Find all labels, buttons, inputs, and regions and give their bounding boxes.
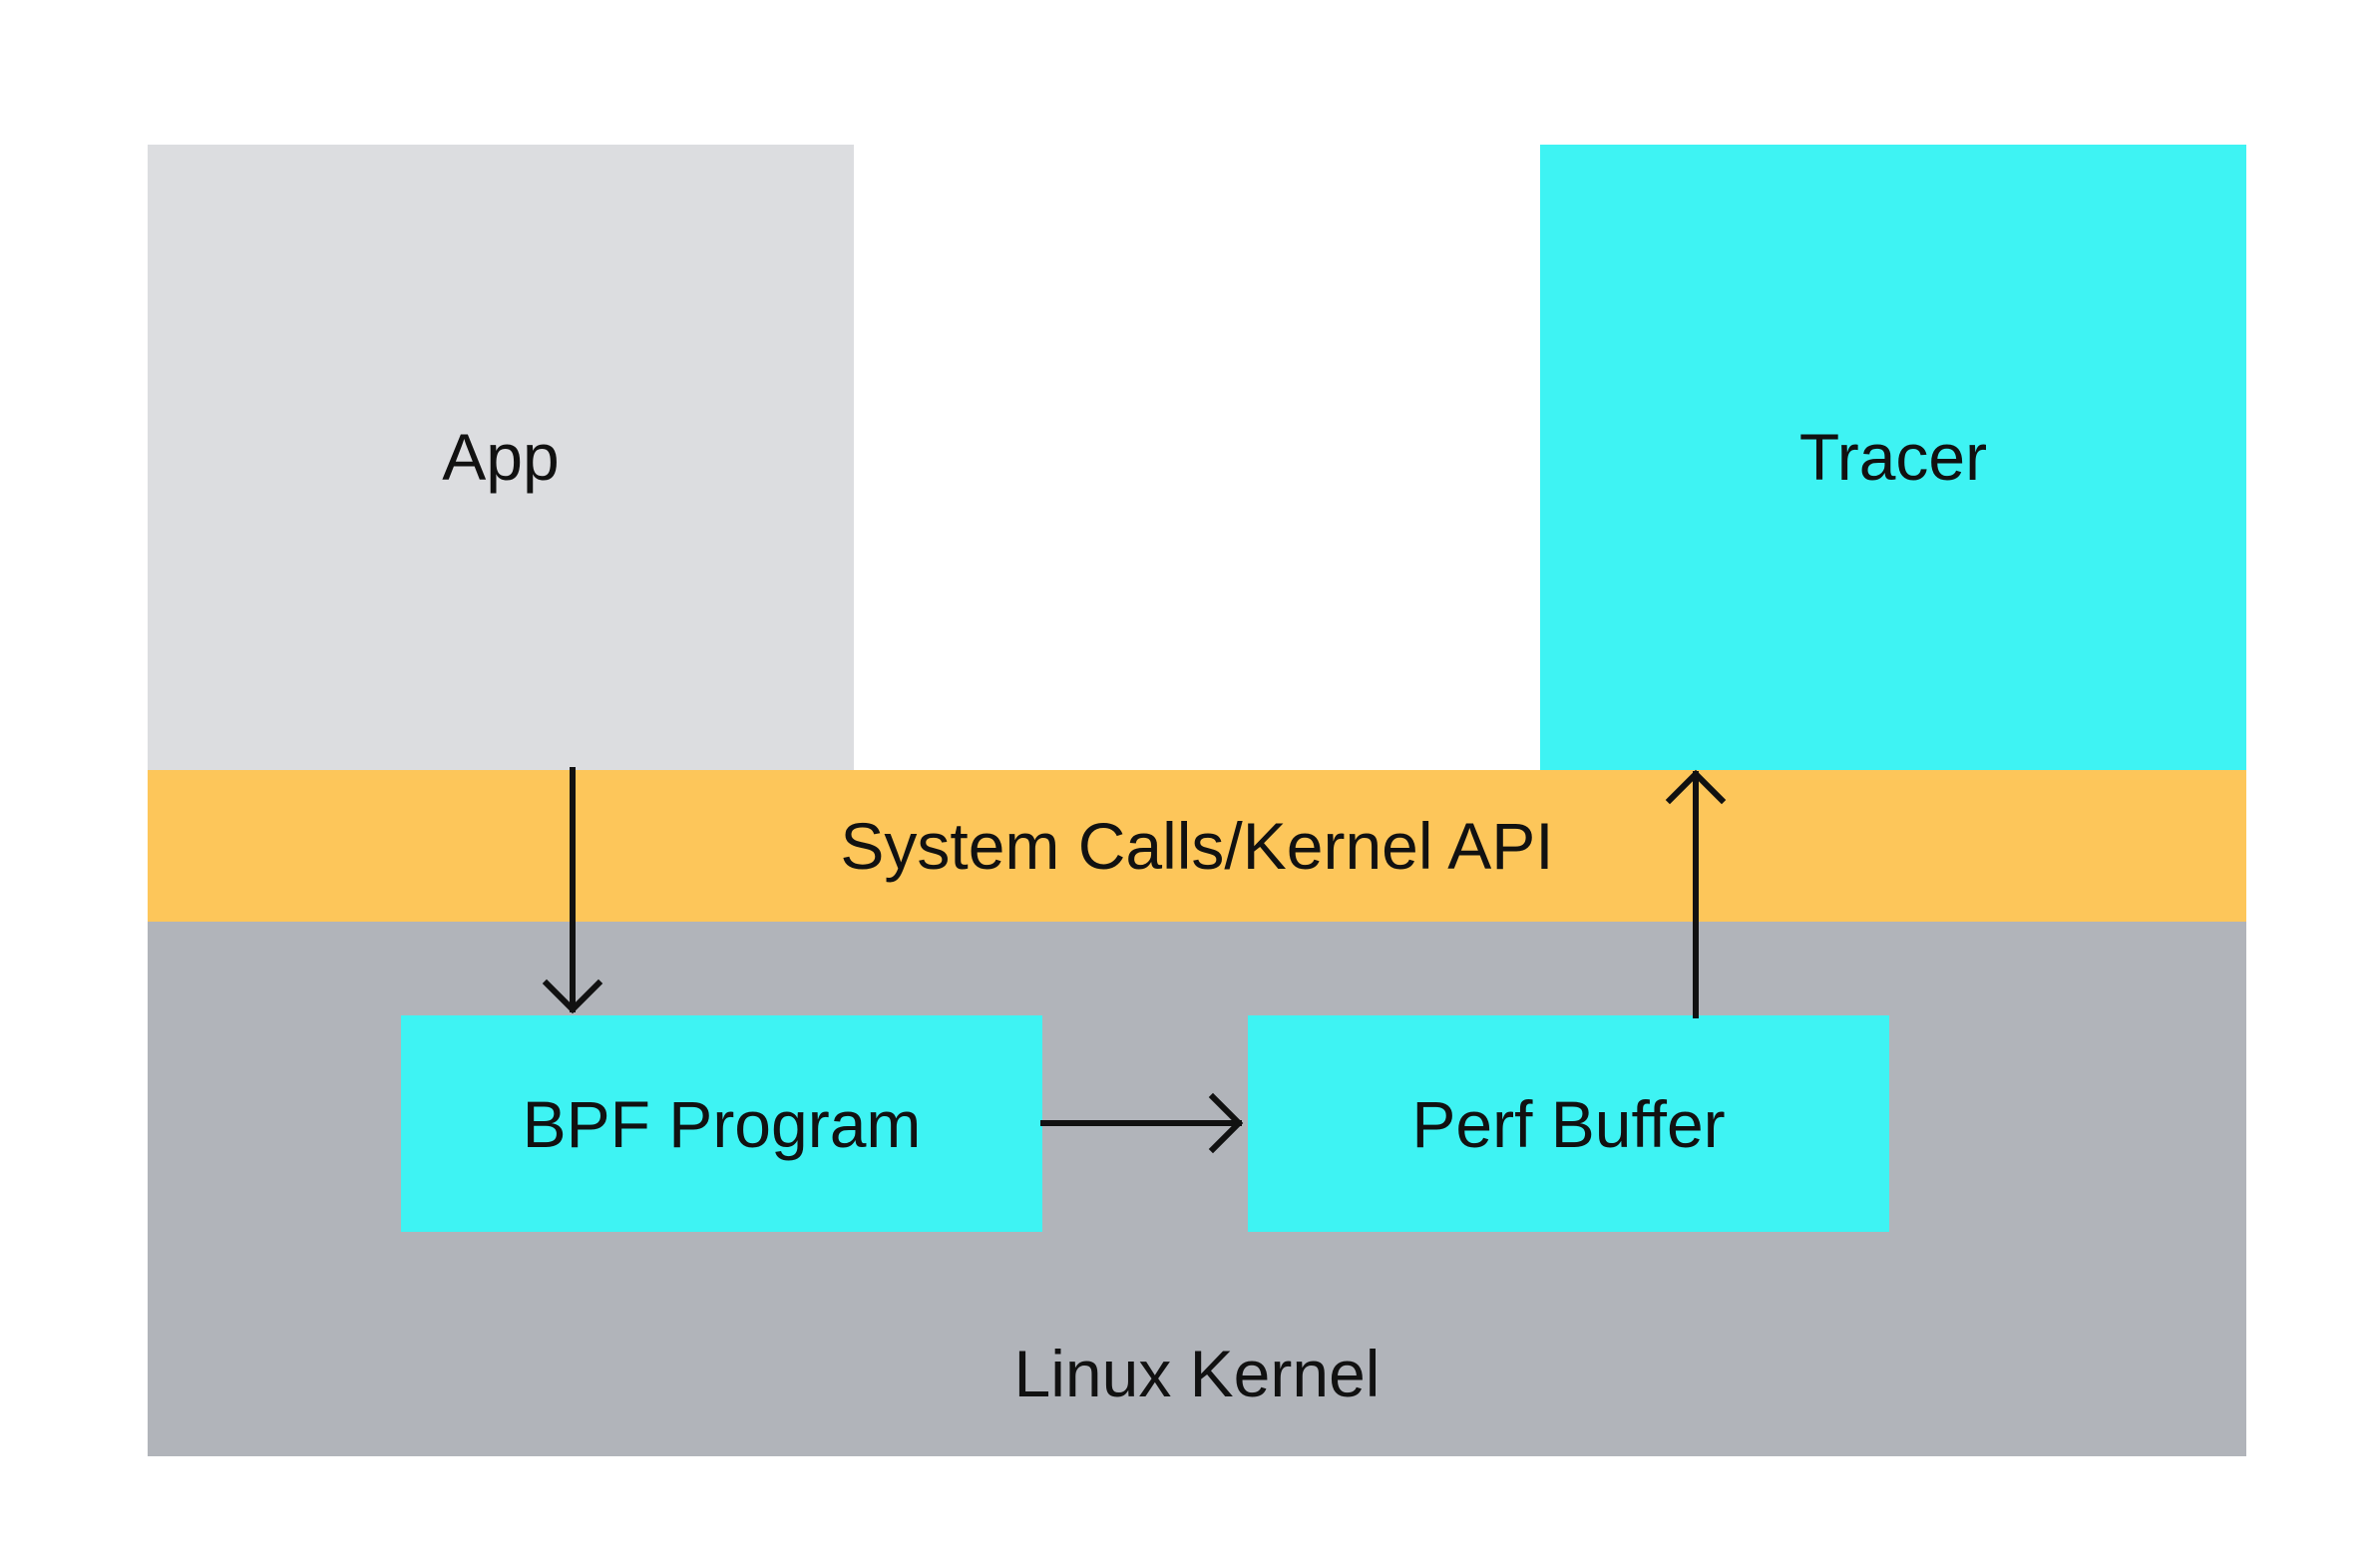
- bpf-program-box: BPF Program: [401, 1015, 1042, 1232]
- app-box: App: [148, 145, 854, 770]
- app-label: App: [442, 420, 560, 494]
- system-calls-layer: System Calls/Kernel API: [148, 770, 2246, 922]
- system-calls-label: System Calls/Kernel API: [840, 809, 1554, 883]
- linux-kernel-label: Linux Kernel: [1013, 1337, 1381, 1410]
- perf-buffer-label: Perf Buffer: [1411, 1087, 1726, 1161]
- tracer-box: Tracer: [1540, 145, 2246, 770]
- perf-buffer-box: Perf Buffer: [1248, 1015, 1889, 1232]
- tracer-label: Tracer: [1798, 420, 1988, 494]
- bpf-program-label: BPF Program: [522, 1087, 922, 1161]
